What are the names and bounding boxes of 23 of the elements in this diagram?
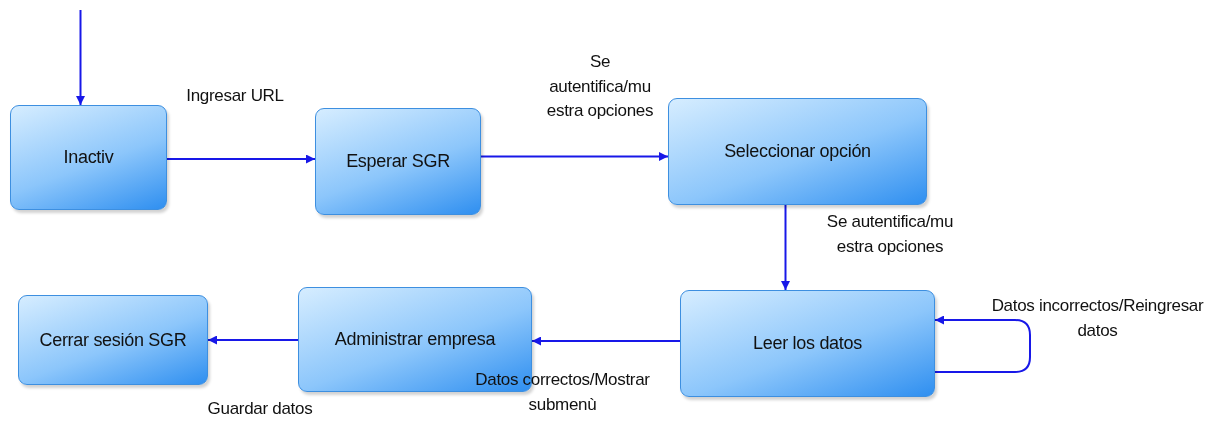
edge-label: Ingresar URL bbox=[185, 85, 285, 107]
state-box bbox=[10, 105, 167, 210]
edge-label: Se autentifica/mu estra opciones bbox=[545, 51, 655, 123]
arrow bbox=[531, 336, 681, 346]
arrow bbox=[781, 204, 790, 291]
state-box bbox=[680, 290, 935, 397]
state-box bbox=[668, 98, 927, 205]
arrow bbox=[76, 9, 85, 106]
edge-label: Datos incorrectos/Reingresar datos bbox=[990, 295, 1205, 342]
edge-label: Guardar datos bbox=[206, 398, 314, 420]
arrow bbox=[480, 152, 669, 161]
state-label: Cerrar sesión SGR bbox=[39, 329, 187, 351]
arrow bbox=[166, 154, 316, 164]
arrow bbox=[934, 315, 1031, 373]
state-label: Inactiv bbox=[63, 147, 114, 168]
state-box bbox=[18, 295, 208, 385]
state-label: Administrar empresa bbox=[334, 329, 496, 350]
arrow bbox=[207, 335, 299, 345]
state-box bbox=[315, 108, 481, 215]
state-label: Leer los datos bbox=[753, 333, 862, 354]
state-label: Esperar SGR bbox=[346, 151, 450, 172]
state-label: Seleccionar opción bbox=[724, 141, 871, 162]
edge-label: Se autentifica/mu estra opciones bbox=[825, 211, 955, 258]
